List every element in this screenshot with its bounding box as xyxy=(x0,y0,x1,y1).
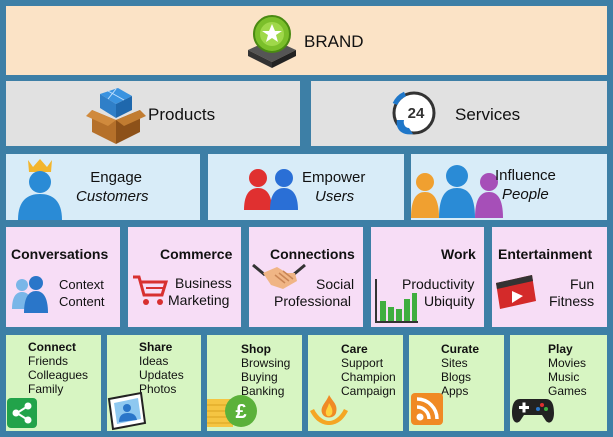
services-icon-number: 24 xyxy=(408,105,425,122)
connect-item-3: Family xyxy=(28,382,64,396)
shopping-cart-icon xyxy=(133,275,169,305)
video-play-icon xyxy=(496,275,536,309)
gamepad-icon xyxy=(512,399,554,423)
services-label: Services xyxy=(455,105,521,124)
engage-line2: Customers xyxy=(76,188,149,205)
influence-line1: Influence xyxy=(495,167,556,184)
curate-item-3: Apps xyxy=(441,384,469,398)
curate-item-2: Blogs xyxy=(441,370,472,384)
curate-box: Curate Sites Blogs Apps xyxy=(409,335,504,431)
connect-title: Connect xyxy=(28,340,76,354)
entertainment-line1: Fun xyxy=(570,276,595,292)
share-item-1: Ideas xyxy=(139,354,169,368)
conversations-line1: Context xyxy=(59,277,104,292)
empower-box: Empower Users xyxy=(208,154,404,220)
two-users-icon xyxy=(244,169,298,210)
bar-chart-icon xyxy=(375,279,418,323)
shop-item-3: Banking xyxy=(241,384,285,398)
connections-box: Connections Social Professional xyxy=(249,227,363,327)
conversations-box: Conversations Context Content xyxy=(6,227,120,327)
services-box: 24 Services xyxy=(311,81,607,146)
engage-line1: Engage xyxy=(90,169,142,186)
rss-icon xyxy=(411,393,443,425)
play-box: Play Movies Music Games xyxy=(510,335,607,431)
curate-item-1: Sites xyxy=(441,356,468,370)
connect-item-2: Colleagues xyxy=(28,368,89,382)
empower-line2: Users xyxy=(315,188,355,205)
share-box: Share Ideas Updates Photos xyxy=(107,335,201,431)
products-label: Products xyxy=(148,105,216,124)
care-item-2: Champion xyxy=(341,370,396,384)
chat-bubbles-icon xyxy=(12,276,48,313)
24-hour-phone-icon: 24 xyxy=(392,91,436,135)
box-icon xyxy=(86,88,146,144)
play-item-1: Movies xyxy=(548,356,587,370)
care-box: Care Support Champion Campaign xyxy=(308,335,403,431)
brand-badge-icon xyxy=(248,15,296,68)
products-box: Products xyxy=(6,81,300,146)
work-box: Work Productivity Ubiquity xyxy=(371,227,484,327)
commerce-box: Commerce Business Marketing xyxy=(128,227,241,327)
share-title: Share xyxy=(139,340,173,354)
work-title: Work xyxy=(441,246,476,262)
shop-title: Shop xyxy=(241,342,271,356)
work-line1: Productivity xyxy=(402,276,475,292)
care-item-3: Campaign xyxy=(341,384,396,398)
work-line2: Ubiquity xyxy=(424,293,475,309)
connect-item-1: Friends xyxy=(28,354,69,368)
share-item-2: Updates xyxy=(139,368,184,382)
care-item-1: Support xyxy=(341,356,384,370)
entertainment-line2: Fitness xyxy=(549,293,595,309)
play-item-2: Music xyxy=(548,370,580,384)
curate-title: Curate xyxy=(441,342,480,356)
empower-line1: Empower xyxy=(302,169,366,186)
connections-line1: Social xyxy=(316,276,355,292)
entertainment-box: Entertainment Fun Fitness xyxy=(492,227,607,327)
play-title: Play xyxy=(548,342,573,356)
connections-line2: Professional xyxy=(274,293,352,309)
svg-text:£: £ xyxy=(235,401,246,423)
share-icon xyxy=(7,398,37,428)
shop-item-2: Buying xyxy=(241,370,278,384)
photo-icon xyxy=(107,391,147,431)
pound-coin-icon: £ xyxy=(207,395,257,427)
handshake-icon xyxy=(252,263,306,289)
share-item-3: Photos xyxy=(139,382,177,396)
connect-box: Connect Friends Colleagues Family xyxy=(6,335,101,431)
flame-hands-icon xyxy=(310,395,348,425)
commerce-title: Commerce xyxy=(160,246,233,262)
connections-title: Connections xyxy=(270,246,355,262)
conversations-title: Conversations xyxy=(11,246,109,262)
influence-line2: People xyxy=(502,186,549,203)
brand-label: BRAND xyxy=(304,32,364,51)
influence-box: Influence People xyxy=(411,154,607,220)
play-item-3: Games xyxy=(548,384,587,398)
entertainment-title: Entertainment xyxy=(498,246,593,262)
group-people-icon xyxy=(411,165,503,218)
conversations-line2: Content xyxy=(59,294,105,309)
commerce-line1: Business xyxy=(175,275,232,291)
brand-box: BRAND xyxy=(6,6,607,75)
crowned-person-icon xyxy=(18,159,62,220)
care-title: Care xyxy=(341,342,368,356)
commerce-line2: Marketing xyxy=(168,292,230,308)
shop-box: Shop Browsing Buying Banking £ xyxy=(207,335,302,431)
engage-box: Engage Customers xyxy=(6,154,200,220)
shop-item-1: Browsing xyxy=(241,356,291,370)
